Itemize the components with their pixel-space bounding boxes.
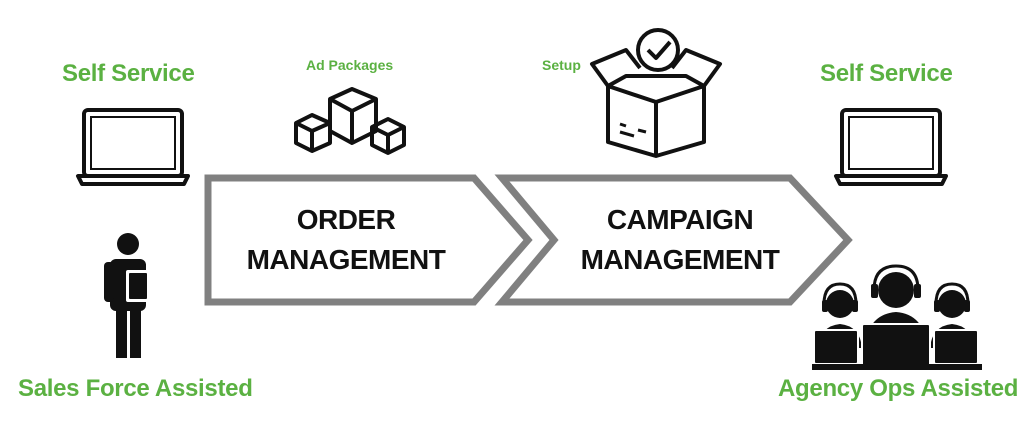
- agency-ops-assisted-label: Agency Ops Assisted: [778, 375, 1019, 402]
- setup-label: Setup: [542, 57, 581, 73]
- order-line2: MANAGEMENT: [246, 244, 446, 275]
- campaign-management-text: CAMPAIGN MANAGEMENT: [560, 200, 800, 280]
- laptop-icon: [76, 108, 190, 186]
- cubes-icon: [294, 87, 406, 155]
- order-management-text: ORDER MANAGEMENT: [216, 200, 476, 280]
- sales-force-assisted-label: Sales Force Assisted: [18, 375, 253, 402]
- campaign-line2: MANAGEMENT: [580, 244, 780, 275]
- open-box-check-icon: [590, 28, 722, 158]
- order-management-arrow: [204, 174, 533, 306]
- campaign-management-arrow: [494, 174, 853, 306]
- left-self-service-label: Self Service: [62, 60, 195, 87]
- right-self-service-label: Self Service: [820, 60, 953, 87]
- order-line1: ORDER: [296, 204, 396, 235]
- campaign-line1: CAMPAIGN: [606, 204, 754, 235]
- ad-packages-label: Ad Packages: [306, 57, 394, 73]
- call-center-agents-icon: [812, 264, 982, 370]
- salesperson-icon: [104, 233, 150, 358]
- laptop-icon: [834, 108, 948, 186]
